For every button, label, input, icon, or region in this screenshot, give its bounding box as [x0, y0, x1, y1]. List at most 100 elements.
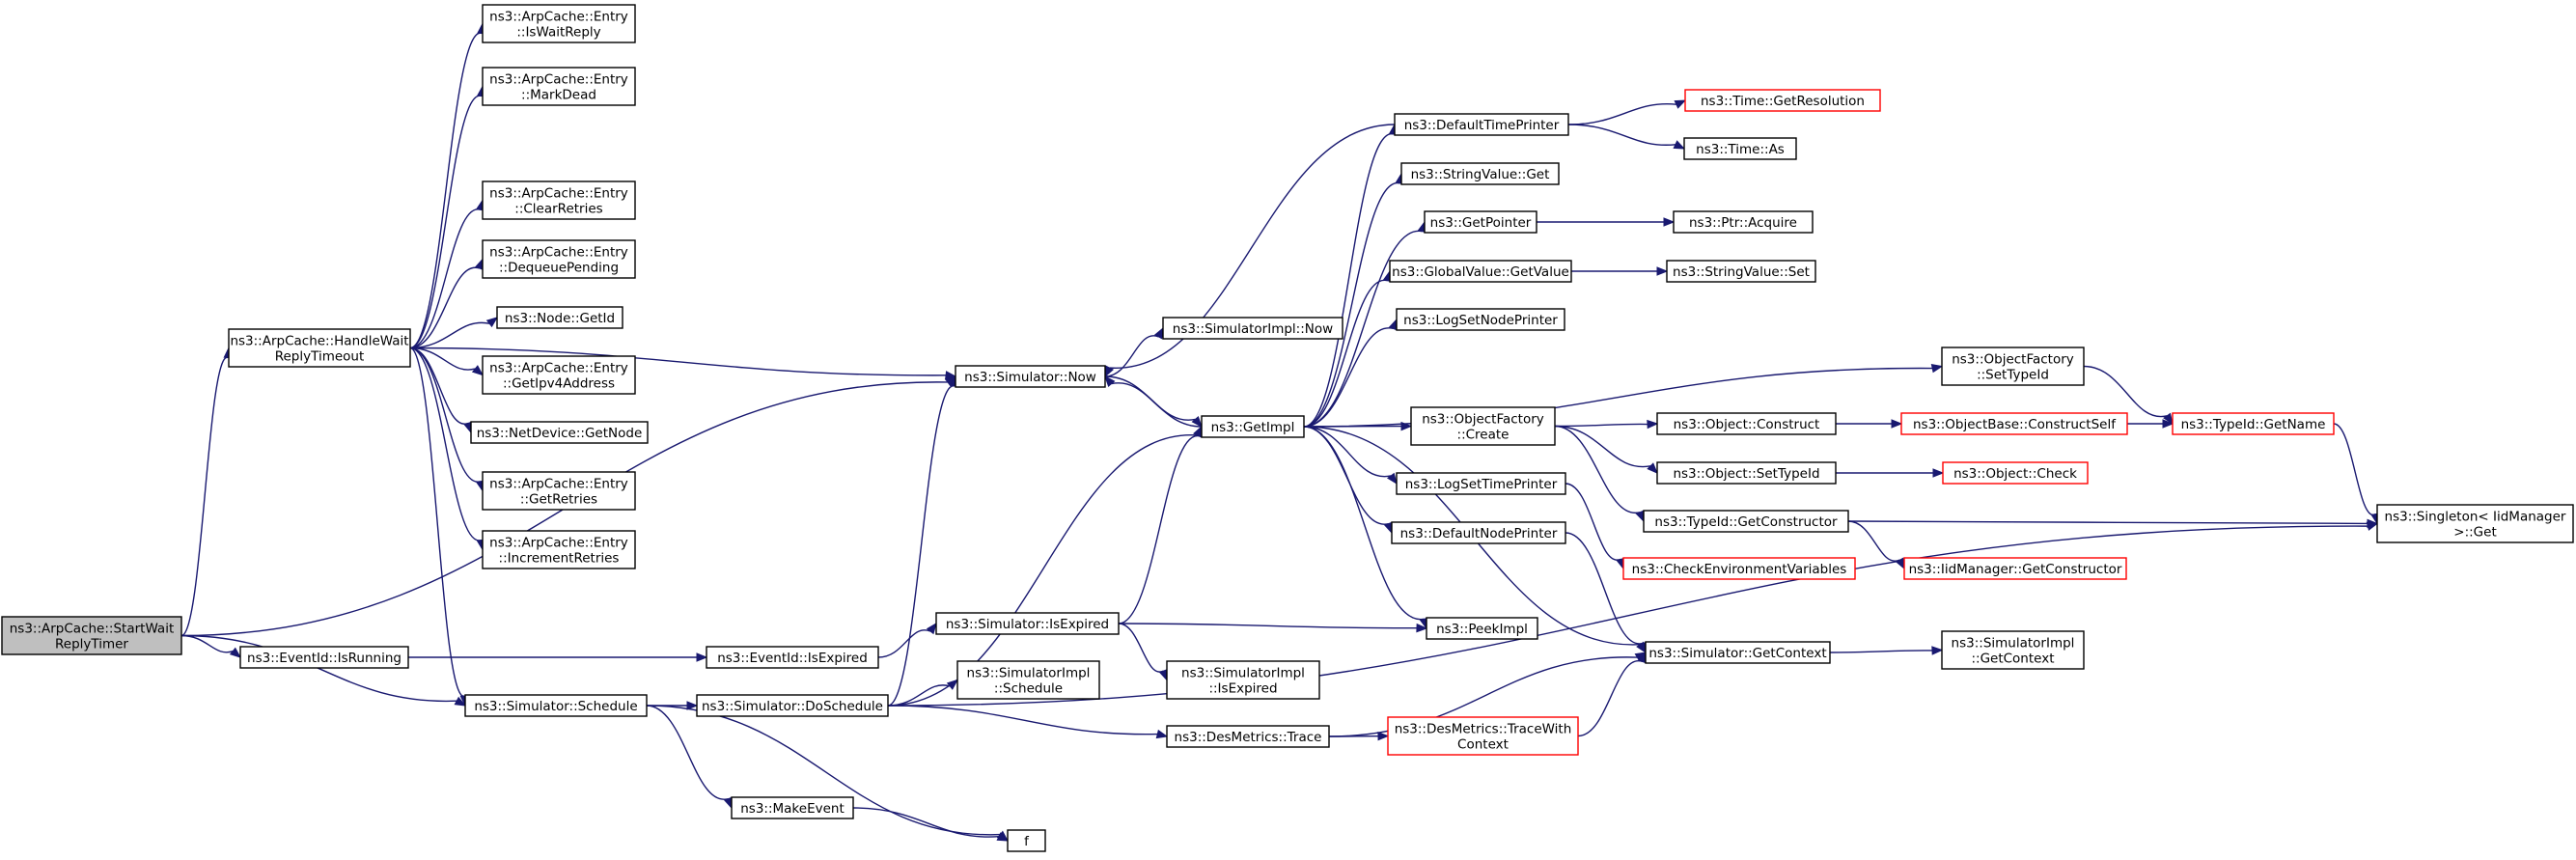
- arrowhead: [2162, 419, 2174, 429]
- node-objcheck[interactable]: ns3::Object::Check: [1942, 461, 2089, 485]
- node-schedule[interactable]: ns3::Simulator::Schedule: [464, 694, 648, 717]
- node-objsettypeid[interactable]: ns3::Object::SetTypeId: [1656, 461, 1837, 485]
- edge-line: [1303, 133, 1394, 428]
- node-globalvalueget[interactable]: ns3::GlobalValue::GetValue: [1389, 260, 1572, 283]
- node-defaultnodeprinter[interactable]: ns3::DefaultNodePrinter: [1391, 521, 1566, 544]
- node-box: [1201, 415, 1305, 438]
- node-box: [696, 694, 889, 717]
- arrowhead: [926, 622, 937, 635]
- node-iidgetctor[interactable]: ns3::IidManager::GetConstructor: [1903, 557, 2127, 580]
- arrowhead: [1416, 623, 1428, 633]
- node-label: ns3::ArpCache::Entry: [489, 245, 628, 261]
- node-box: [228, 328, 411, 368]
- node-singletonget[interactable]: ns3::Singleton< IidManager >::Get: [2376, 504, 2574, 543]
- node-box: [1900, 412, 2128, 435]
- node-typeidgetctor[interactable]: ns3::TypeId::GetConstructor: [1643, 510, 1849, 533]
- node-objfactsettypeid[interactable]: ns3::ObjectFactory::SetTypeId: [1941, 347, 2085, 386]
- edge-simgetctx-to-simimplgetctx: [1829, 646, 1944, 655]
- node-clearretries[interactable]: ns3::ArpCache::Entry::ClearRetries: [482, 180, 636, 220]
- node-logsetnodeprinter[interactable]: ns3::LogSetNodePrinter: [1396, 308, 1565, 331]
- node-label: ns3::Simulator::GetContext: [1648, 646, 1826, 661]
- node-getretries[interactable]: ns3::ArpCache::Entry::GetRetries: [482, 471, 636, 511]
- node-isexpired[interactable]: ns3::EventId::IsExpired: [706, 646, 879, 669]
- edge-getimpl-to-logsettimeprinter: [1303, 426, 1398, 485]
- node-box: [1162, 317, 1343, 340]
- node-getnode[interactable]: ns3::NetDevice::GetNode: [470, 421, 649, 444]
- node-nodegetid[interactable]: ns3::Node::GetId: [496, 306, 623, 329]
- node-getimpl[interactable]: ns3::GetImpl: [1201, 415, 1305, 438]
- node-simnow[interactable]: ns3::Simulator::Now: [955, 365, 1106, 388]
- edge-handle-to-nodegetid: [409, 317, 499, 349]
- edge-line: [1303, 426, 1425, 621]
- node-simgetctx[interactable]: ns3::Simulator::GetContext: [1645, 641, 1831, 664]
- node-getipv4[interactable]: ns3::ArpCache::Entry::GetIpv4Address: [482, 355, 636, 395]
- node-makeevent[interactable]: ns3::MakeEvent: [731, 796, 854, 819]
- edge-line: [1847, 520, 1900, 562]
- edge-line: [409, 208, 482, 349]
- node-desmetricstrace[interactable]: ns3::DesMetrics::Trace: [1166, 725, 1330, 748]
- edge-simisexpired-to-peekimpl: [1118, 623, 1428, 633]
- arrowhead: [946, 679, 959, 690]
- node-objbaseconstruct[interactable]: ns3::ObjectBase::ConstructSelf: [1900, 412, 2128, 435]
- node-dequeue[interactable]: ns3::ArpCache::Entry::DequeuePending: [482, 239, 636, 279]
- node-peekimpl[interactable]: ns3::PeekImpl: [1426, 617, 1538, 640]
- edge-doschedule-to-simnow: [887, 375, 959, 707]
- edge-line: [409, 347, 465, 697]
- edge-line: [1567, 124, 1676, 146]
- edge-objfactcreate-to-typeidgetctor: [1554, 425, 1645, 523]
- node-box: [935, 612, 1120, 635]
- edge-line: [877, 629, 931, 658]
- node-ptracquire[interactable]: ns3::Ptr::Acquire: [1673, 210, 1814, 234]
- edge-getimpl-to-stringvalueget: [1303, 172, 1404, 428]
- node-simimplschedule[interactable]: ns3::SimulatorImpl::Schedule: [956, 660, 1100, 700]
- node-label: ns3::Simulator::Now: [964, 370, 1096, 385]
- edge-defaulttimeprinter-to-timeas: [1567, 124, 1686, 150]
- node-markdead[interactable]: ns3::ArpCache::Entry::MarkDead: [482, 67, 636, 106]
- node-defaulttimeprinter[interactable]: ns3::DefaultTimePrinter: [1394, 113, 1569, 136]
- node-getresolution[interactable]: ns3::Time::GetResolution: [1684, 89, 1881, 112]
- node-label: ns3::Object::Check: [1953, 466, 2077, 482]
- node-timeas[interactable]: ns3::Time::As: [1683, 137, 1797, 160]
- node-isrunning[interactable]: ns3::EventId::IsRunning: [239, 646, 409, 669]
- node-box: [482, 67, 636, 106]
- node-box: [1426, 617, 1538, 640]
- edge-defaulttimeprinter-to-getresolution: [1567, 99, 1687, 125]
- edge-objbaseconstruct-to-typeidgetname: [2127, 419, 2174, 429]
- node-f[interactable]: f: [1007, 829, 1046, 852]
- arrowhead: [1647, 462, 1658, 474]
- node-simimplisexpired[interactable]: ns3::SimulatorImpl::IsExpired: [1166, 660, 1320, 700]
- arrowhead: [1931, 646, 1944, 655]
- node-getpointer[interactable]: ns3::GetPointer: [1424, 210, 1537, 234]
- node-box: [1941, 347, 2085, 386]
- node-incretries[interactable]: ns3::ArpCache::Entry::IncrementRetries: [482, 530, 636, 569]
- node-label: ns3::TypeId::GetName: [2181, 417, 2326, 432]
- node-checkenv[interactable]: ns3::CheckEnvironmentVariables: [1622, 557, 1856, 580]
- node-label: ns3::ArpCache::HandleWait: [230, 334, 408, 349]
- node-doschedule[interactable]: ns3::Simulator::DoSchedule: [696, 694, 889, 717]
- node-label: ::Schedule: [994, 681, 1063, 697]
- node-box: [1166, 725, 1330, 748]
- node-label: ::GetContext: [1971, 652, 2054, 667]
- node-simimplnow[interactable]: ns3::SimulatorImpl::Now: [1162, 317, 1343, 340]
- node-stringvalueset[interactable]: ns3::StringValue::Set: [1666, 260, 1816, 283]
- node-typeidgetname[interactable]: ns3::TypeId::GetName: [2172, 412, 2335, 435]
- edge-makeevent-to-f: [852, 807, 1010, 842]
- edge-line: [2333, 423, 2376, 515]
- node-label: ns3::LogSetTimePrinter: [1405, 477, 1558, 492]
- node-stringvalueget[interactable]: ns3::StringValue::Get: [1400, 162, 1560, 185]
- node-simisexpired[interactable]: ns3::Simulator::IsExpired: [935, 612, 1120, 635]
- node-label: ns3::GetImpl: [1211, 420, 1295, 435]
- node-objconstruct[interactable]: ns3::Object::Construct: [1656, 412, 1837, 435]
- arrowhead: [1891, 419, 1903, 429]
- node-box: [731, 796, 854, 819]
- node-label: ::ClearRetries: [514, 202, 602, 217]
- node-iswaitreply[interactable]: ns3::ArpCache::Entry::IsWaitReply: [482, 4, 636, 43]
- node-label: ns3::DefaultTimePrinter: [1404, 118, 1560, 133]
- node-simimplgetctx[interactable]: ns3::SimulatorImpl::GetContext: [1941, 630, 2085, 670]
- node-box: [1656, 412, 1837, 435]
- node-logsettimeprinter[interactable]: ns3::LogSetTimePrinter: [1396, 472, 1566, 495]
- node-objfactcreate[interactable]: ns3::ObjectFactory::Create: [1410, 406, 1556, 446]
